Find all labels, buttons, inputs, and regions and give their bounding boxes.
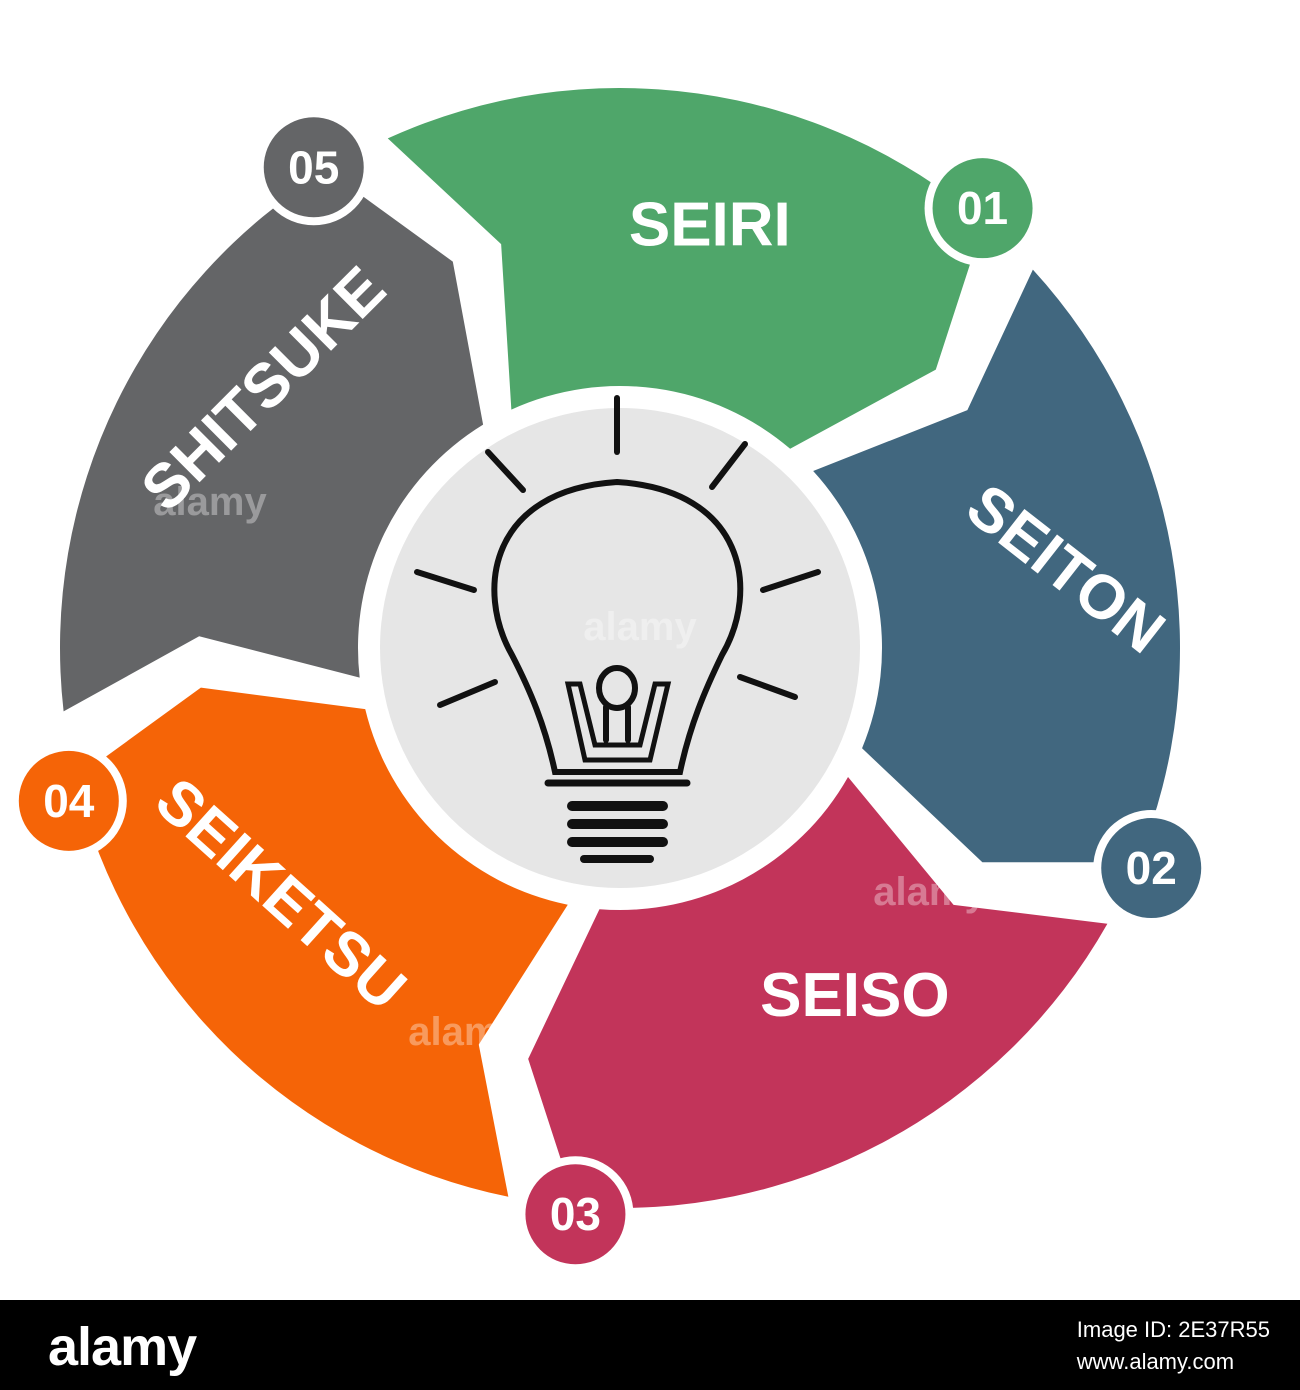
- watermark-text: alamy: [153, 480, 267, 524]
- stock-footer: alamy Image ID: 2E37R55 www.alamy.com: [0, 1300, 1300, 1390]
- segment-shitsuke: [60, 170, 484, 712]
- lightbulb-icon: [414, 395, 821, 863]
- segment-seiketsu: [75, 687, 568, 1197]
- image-id-text: Image ID: 2E37R55: [1076, 1317, 1270, 1342]
- svg-text:04: 04: [43, 775, 95, 827]
- step-number-badge-05: 05: [255, 109, 372, 226]
- step-number-badge-04: 04: [10, 742, 127, 859]
- segment-seiton: [813, 269, 1180, 863]
- svg-text:01: 01: [957, 182, 1008, 234]
- svg-text:02: 02: [1126, 842, 1177, 894]
- svg-text:05: 05: [288, 141, 339, 193]
- footer-url: www.alamy.com: [1076, 1349, 1235, 1374]
- segment-label-seiso: SEISO: [760, 961, 950, 1030]
- footer-meta: Image ID: 2E37R55 www.alamy.com: [1077, 1314, 1270, 1378]
- watermark-text: alamy: [873, 870, 987, 914]
- watermark-text: alamy: [408, 1010, 522, 1054]
- footer-brand-logo: alamy: [48, 1317, 197, 1377]
- segment-seiri: [387, 88, 984, 449]
- step-number-badge-02: 02: [1093, 810, 1210, 927]
- watermark-text: alamy: [583, 605, 697, 649]
- segment-label-seiri: SEIRI: [629, 190, 791, 259]
- center-disc: [380, 408, 860, 888]
- svg-text:03: 03: [550, 1188, 601, 1240]
- step-number-badge-01: 01: [924, 150, 1041, 267]
- segment-seiso: [528, 777, 1108, 1208]
- step-number-badge-03: 03: [517, 1156, 634, 1273]
